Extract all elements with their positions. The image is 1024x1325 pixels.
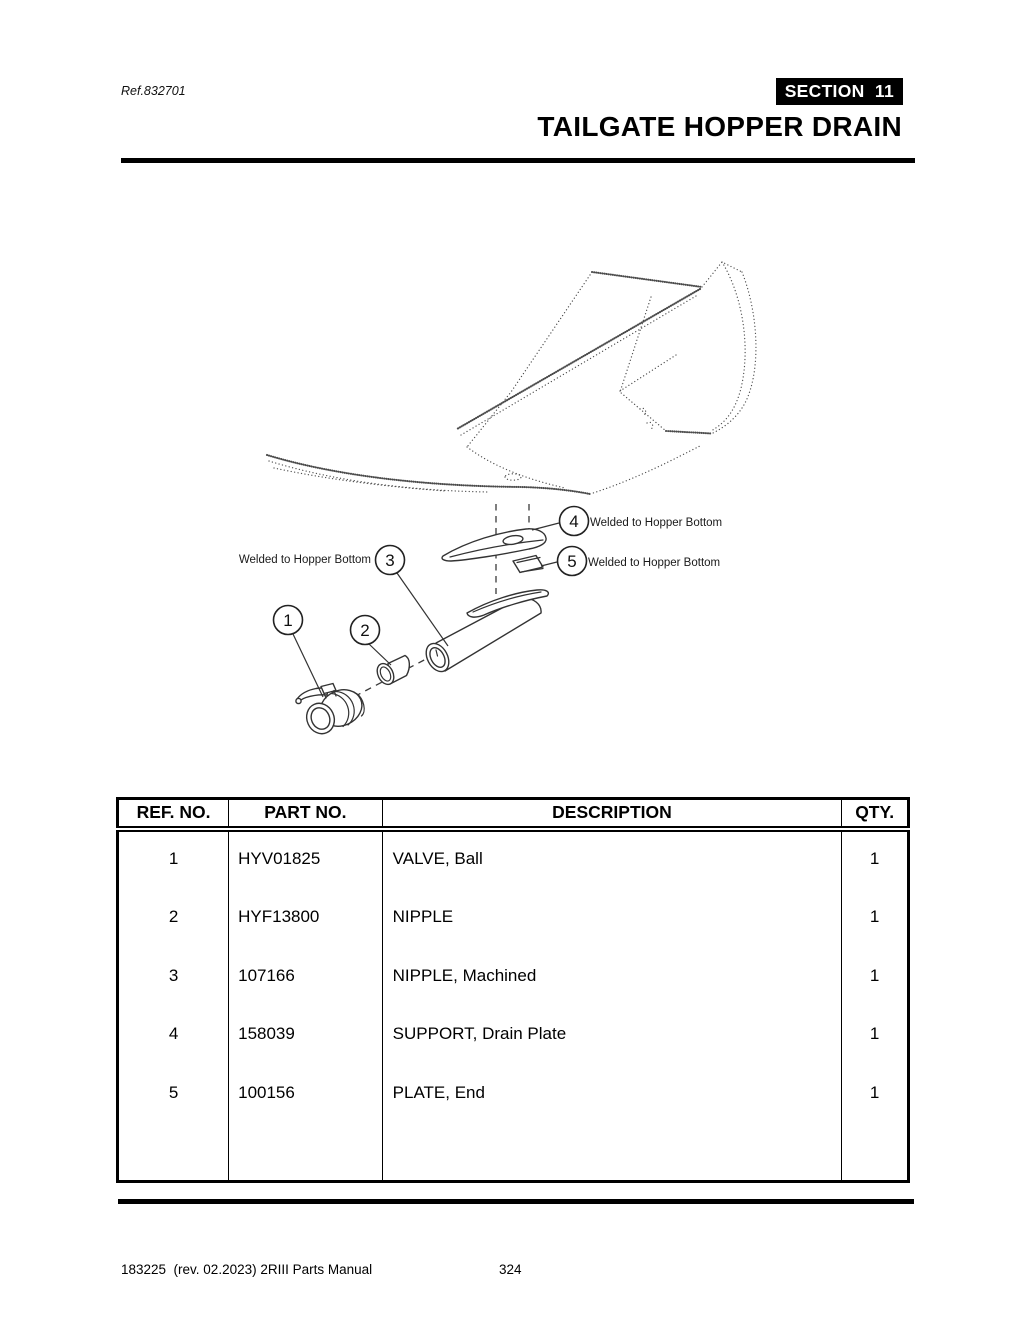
part-plate-end xyxy=(512,554,544,574)
valve-stem-nut xyxy=(320,682,337,695)
col-header-qty: QTY. xyxy=(841,798,909,832)
drain-plate-slot xyxy=(502,534,524,546)
callout-3: 3 xyxy=(374,544,449,647)
hopper-drain-hole xyxy=(504,473,522,481)
col-header-description: DESCRIPTION xyxy=(381,798,843,832)
callout-5: 5 xyxy=(540,545,588,577)
ref-no-cell: 4 xyxy=(116,1004,230,1064)
col-header-ref-no: REF. NO. xyxy=(116,798,230,832)
part-ball-valve xyxy=(295,682,365,735)
part-no-cell: 100156 xyxy=(228,1063,383,1123)
table-empty-space xyxy=(116,1122,909,1182)
part-no-cell: 158039 xyxy=(228,1004,383,1064)
exploded-parts-diagram: 1 2 3 4 5 Welded to Hopper Bottom Welded… xyxy=(239,261,757,735)
callout-2-number: 2 xyxy=(360,621,369,640)
page-title: TAILGATE HOPPER DRAIN xyxy=(537,111,902,142)
qty-cell: 1 xyxy=(841,1063,909,1123)
table-row: 4 158039 SUPPORT, Drain Plate 1 xyxy=(116,1004,909,1064)
callout-3-number: 3 xyxy=(385,551,394,570)
table-row: 3 107166 NIPPLE, Machined 1 xyxy=(116,946,909,1005)
description-cell: NIPPLE xyxy=(381,887,843,947)
qty-cell: 1 xyxy=(841,1004,909,1064)
qty-cell: 1 xyxy=(841,828,909,888)
description-cell: VALVE, Ball xyxy=(381,828,843,888)
header-rule xyxy=(121,158,915,163)
description-cell: SUPPORT, Drain Plate xyxy=(381,1004,843,1064)
qty-cell: 1 xyxy=(841,887,909,947)
table-row: 1 HYV01825 VALVE, Ball 1 xyxy=(116,828,909,888)
ref-no-cell: 1 xyxy=(116,828,230,888)
part-no-cell: HYV01825 xyxy=(228,828,383,888)
table-row: 2 HYF13800 NIPPLE 1 xyxy=(116,887,909,947)
table-header-row: REF. NO. PART NO. DESCRIPTION QTY. xyxy=(116,798,909,832)
qty-cell: 1 xyxy=(841,946,909,1005)
ref-no-cell: 2 xyxy=(116,887,230,947)
callout-2: 2 xyxy=(349,614,392,666)
callout-5-number: 5 xyxy=(567,552,576,571)
part-no-cell: 107166 xyxy=(228,946,383,1005)
footer-document-id: 183225 (rev. 02.2023) 2RIII Parts Manual xyxy=(121,1262,373,1277)
parts-table: REF. NO. PART NO. DESCRIPTION QTY. 1 HYV… xyxy=(116,797,910,1183)
ref-no-cell: 3 xyxy=(116,946,230,1005)
reference-number: Ref.832701 xyxy=(121,84,186,98)
footer-rule xyxy=(118,1199,914,1204)
footer-page-number: 324 xyxy=(499,1262,522,1277)
part-nipple-machined xyxy=(425,589,550,673)
welded-note-left: Welded to Hopper Bottom xyxy=(239,554,371,566)
callout-1-number: 1 xyxy=(283,611,292,630)
description-cell: NIPPLE, Machined xyxy=(381,946,843,1005)
table-row: 5 100156 PLATE, End 1 xyxy=(116,1063,909,1123)
hopper-outline xyxy=(265,261,757,496)
part-nipple xyxy=(376,654,411,686)
welded-note-5: Welded to Hopper Bottom xyxy=(588,557,720,569)
section-badge: SECTION 11 xyxy=(775,78,903,105)
welded-note-4: Welded to Hopper Bottom xyxy=(590,517,722,529)
callout-1: 1 xyxy=(272,604,324,698)
callout-4-number: 4 xyxy=(569,512,578,531)
part-no-cell: HYF13800 xyxy=(228,887,383,947)
col-header-part-no: PART NO. xyxy=(228,798,383,832)
ref-no-cell: 5 xyxy=(116,1063,230,1123)
part-support-drain-plate xyxy=(441,528,547,562)
callout-4: 4 xyxy=(531,505,590,537)
description-cell: PLATE, End xyxy=(381,1063,843,1123)
